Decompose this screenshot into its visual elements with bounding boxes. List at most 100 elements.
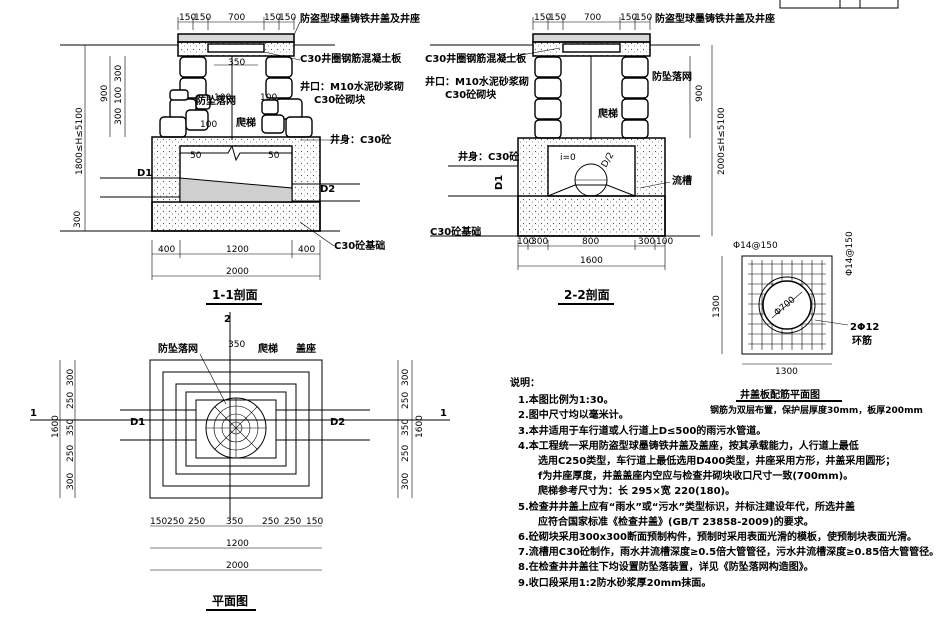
label-i: i=0 [560, 153, 576, 163]
label-mortar: 井口：M10水泥砂浆砌 [300, 80, 404, 93]
notes-block: 说明： 1.本图比例为1:30。 2.图中尺寸均以毫米计。 3.本井适用于车行道… [510, 376, 939, 591]
dim-text: 400 [158, 245, 175, 255]
label-channel: 流槽 [672, 174, 692, 187]
note-item: 7.流槽用C30砼制作，雨水井流槽深度≥0.5倍大管管径，污水井流槽深度≥0.8… [518, 547, 939, 559]
label-ladder: 爬梯 [257, 342, 278, 355]
dim-text: 700 [584, 13, 601, 23]
manhole-cover [177, 33, 295, 43]
plan-bottom-dims: 150 250 250 350 250 250 150 1200 2000 [150, 517, 323, 571]
section-1-1: 150 150 700 150 150 [60, 12, 420, 305]
dim-overall: 2000 [226, 267, 249, 277]
plan-view: 1 1 2 D1 D2 防坠落网 爬梯 盖座 350 300 250 3 [30, 312, 450, 611]
section-2-2-right-dims: 900 2000≤H≤5100 [689, 45, 727, 236]
dim-text: 300 [114, 108, 124, 125]
dim-text: 150 [534, 13, 551, 23]
note-item: 9.收口段采用1:2防水砂浆厚20mm抹面。 [518, 577, 712, 589]
section-mark-1-right: 1 [440, 408, 447, 419]
dim-100: 100 [260, 93, 277, 103]
dim-text: 150 [194, 13, 211, 23]
label-wall: 井身：C30砼 [458, 150, 519, 163]
dim-text: 350 [401, 419, 411, 436]
dim-text: 250 [167, 517, 184, 527]
ring-rebar-name: 环筋 [852, 334, 872, 347]
label-cover: 防盗型球墨铸铁井盖及井座 [300, 12, 420, 25]
dim-text: 350 [226, 517, 243, 527]
pipe-d1-label: D1 [137, 168, 152, 179]
rebar-note: 钢筋为双层布置，保护层厚度30mm，板厚200mm [710, 404, 923, 416]
manhole-cover [532, 33, 651, 43]
cover-opening [207, 43, 265, 53]
rebar-top-label: Φ14@150 [733, 241, 778, 251]
label-block: C30砼砌块 [314, 93, 366, 106]
dim-text: 800 [582, 237, 599, 247]
dim-text: 300 [66, 369, 76, 386]
dim-text: 350 [66, 419, 76, 436]
section-1-1-left-dims: 300 100 300 900 1800≤H≤5100 300 [73, 45, 126, 231]
plan-outer-base [149, 359, 323, 499]
pipe-d1-label: D1 [130, 417, 145, 428]
block-columns-2 [534, 56, 649, 139]
note-item: 6.砼砌块采用300x300断面预制构件，预制时采用表面光滑的模板，使预制块表面… [518, 532, 917, 544]
dim-text: 100 [656, 237, 673, 247]
section-2-2-labels: 防盗型球墨铸铁井盖及井座 C30井圈钢筋混凝土板 井口：M10水泥砂浆砌 C30… [425, 12, 775, 238]
dim-50: 50 [268, 151, 280, 161]
dim-text: 150 [620, 13, 637, 23]
dim-total: 1800≤H≤5100 [75, 107, 85, 175]
label-cover: 防盗型球墨铸铁井盖及井座 [655, 12, 775, 25]
block-column-right [261, 56, 313, 138]
dim-overall: 2000 [226, 561, 249, 571]
dim-50: 50 [190, 151, 202, 161]
dim-text: 250 [188, 517, 205, 527]
dim-text: 250 [401, 445, 411, 462]
dim-text: 250 [262, 517, 279, 527]
plan-left-dims: 300 250 350 250 300 1600 [51, 360, 76, 498]
dim-300: 300 [73, 211, 83, 228]
dim-total: 2000≤H≤5100 [717, 107, 727, 175]
dim-text: 300 [66, 473, 76, 490]
label-fall-net: 防坠落网 [158, 342, 198, 355]
section-1-1-top-dims: 150 150 700 150 150 [177, 13, 296, 30]
dim-overall: 1600 [580, 256, 603, 266]
dim-text: 100 [517, 237, 534, 247]
dim-350: 350 [228, 340, 245, 350]
base-2-2 [517, 195, 666, 237]
dim-text: 150 [635, 13, 652, 23]
rebar-title: 井盖板配筋平面图 [740, 388, 820, 401]
dim-900: 900 [695, 85, 705, 102]
dim-350: 350 [228, 58, 245, 68]
cover-opening [562, 43, 621, 53]
section-1-1-bottom-dims: 400 1200 400 2000 [151, 240, 321, 280]
label-slab: C30井圈钢筋混凝土板 [300, 52, 402, 65]
section-2-2-bottom-dims: 100 300 800 300 100 1600 [517, 237, 673, 270]
sheet-title-block [779, 0, 899, 9]
dim-height: 1600 [415, 415, 425, 438]
dim-text: 1200 [226, 245, 249, 255]
dim-text: 300 [401, 369, 411, 386]
rebar-dim-h: 1300 [712, 295, 722, 318]
block-column-left [159, 56, 211, 138]
rebar-side-label: Φ14@150 [845, 231, 855, 276]
label-slab: C30井圈钢筋混凝土板 [425, 52, 527, 65]
section-2-2-top-dims: 150 150 700 150 150 [532, 13, 652, 30]
note-item: 3.本井适用于车行道或人行道上D≤500的雨污水管道。 [518, 425, 767, 437]
dim-text: 700 [228, 13, 245, 23]
dim-text: 300 [638, 237, 655, 247]
dim-text: 150 [264, 13, 281, 23]
pipe-d2-label: D2 [330, 417, 345, 428]
label-seat: 盖座 [296, 342, 316, 355]
dim-900: 900 [100, 85, 110, 102]
section-1-1-labels: 防盗型球墨铸铁井盖及井座 C30井圈钢筋混凝土板 井口：M10水泥砂浆砌 C30… [196, 12, 420, 252]
dim-text: 250 [66, 445, 76, 462]
label-wall: 井身：C30砼 [330, 133, 391, 146]
label-base: C30砼基础 [334, 239, 385, 252]
label-fall-net: 防坠落网 [196, 94, 236, 107]
dim-text: 300 [531, 237, 548, 247]
dim-text: 100 [114, 87, 124, 104]
note-item-continuation: f为井座厚度，井盖盖座内空应与检查井砌块收口尺寸一致(700mm)。 [538, 471, 854, 483]
shaft-cavity-2 [547, 145, 636, 197]
pipe-d2-label: D2 [320, 184, 335, 195]
section-mark-2-top: 2 [224, 314, 231, 325]
plan-right-dims: 300 250 350 250 300 1600 [397, 360, 425, 498]
note-item: 5.检查井井盖上应有“雨水”或“污水”类型标识，并标注建设年代，所选井盖 [518, 501, 856, 513]
label-mortar: 井口：M10水泥砂浆砌 [425, 75, 529, 88]
